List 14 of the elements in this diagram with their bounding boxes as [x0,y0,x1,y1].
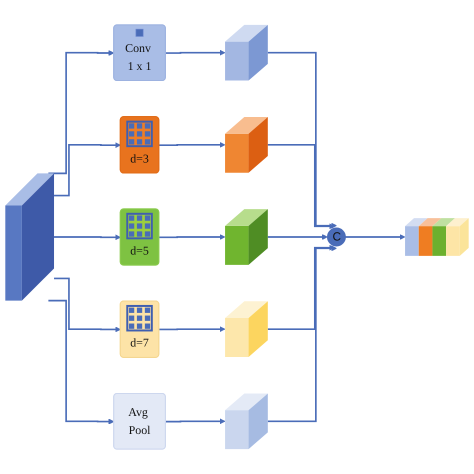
arrow [166,418,226,424]
arrow [268,52,337,229]
arrow [159,142,226,148]
arrow [268,245,337,422]
arrow [159,234,226,240]
arrow [48,50,114,174]
arrow [159,326,226,332]
arrow [268,234,328,240]
arrow [166,50,226,56]
arrow [345,234,406,240]
arrow [54,234,121,240]
arrow [54,278,121,332]
arrow [48,300,114,424]
arrow [54,142,121,196]
